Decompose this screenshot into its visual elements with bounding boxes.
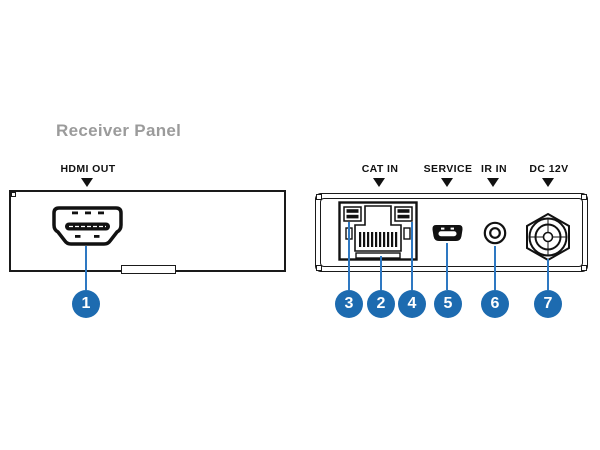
front-panel-bottom-tab [121,265,176,274]
rear-panel-inner-frame [320,198,583,267]
callout-line-3 [348,222,350,290]
callout-1-hdmi-out: 1 [72,290,100,318]
service-label: SERVICE [423,163,473,175]
rear-panel-screw-tab [316,265,322,271]
micro-usb-port-icon [431,224,464,242]
down-arrow-icon [487,178,499,187]
rear-panel-screw-tab [581,194,587,200]
callout-line-6 [494,246,496,290]
callout-6-ir-in: 6 [481,290,509,318]
callout-line-5 [446,243,448,290]
callout-line-4 [411,222,413,290]
callout-line-1 [85,246,87,290]
callout-line-2 [380,256,382,290]
dc-connector-icon [524,212,572,262]
page-title: Receiver Panel [56,121,182,140]
callout-7-dc-12v: 7 [534,290,562,318]
down-arrow-icon [441,178,453,187]
hdmi-port-icon [52,206,123,246]
down-arrow-icon [373,178,385,187]
callout-5-service: 5 [434,290,462,318]
cat-in-label: CAT IN [361,163,399,175]
callout-line-7 [547,259,549,290]
dc-12v-label: DC 12V [529,163,569,175]
callout-3-cat-led-left: 3 [335,290,363,318]
front-panel-body [9,190,286,272]
down-arrow-icon [81,178,93,187]
rj45-port-icon [338,201,418,261]
rear-panel-screw-tab [316,194,322,200]
callout-2-cat-in: 2 [367,290,395,318]
down-arrow-icon [542,178,554,187]
front-panel-corner-notch [11,192,16,197]
ir-in-label: IR IN [481,163,507,175]
callout-4-cat-led-right: 4 [398,290,426,318]
rear-panel-screw-tab [581,265,587,271]
hdmi-out-label: HDMI OUT [60,163,116,175]
ir-jack-icon [483,221,507,245]
